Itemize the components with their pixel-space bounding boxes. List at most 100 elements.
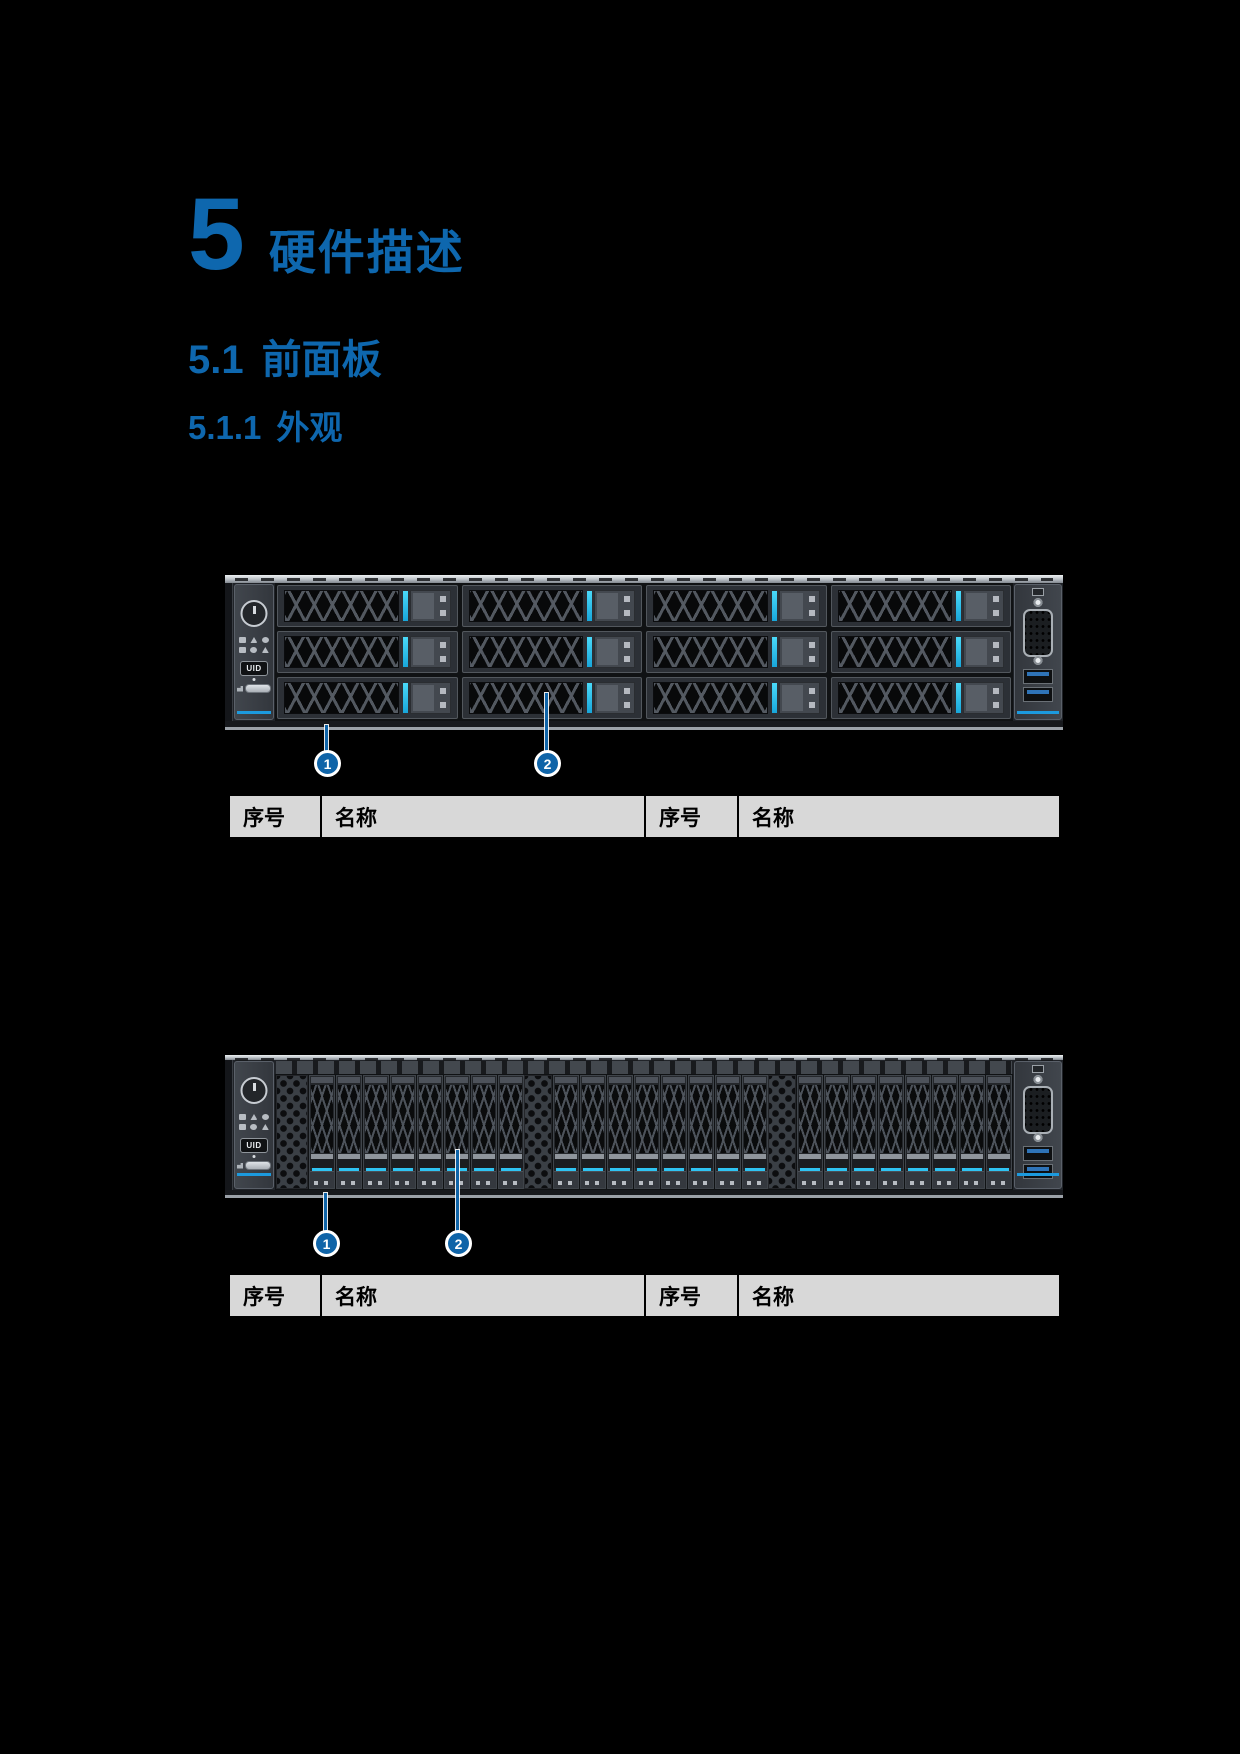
drive-led-bar	[771, 591, 777, 621]
drive-tray-latch	[409, 590, 451, 622]
drive-tray-3-5	[830, 631, 1011, 673]
uid-led-icon	[252, 1155, 256, 1158]
drive-tray-3-5	[830, 585, 1011, 627]
table-header-cell: 名称	[320, 1275, 644, 1316]
hdd-status-icon	[239, 637, 247, 643]
drive-tray-3-5	[646, 585, 827, 627]
drive-tray-latch	[409, 636, 451, 668]
subsection-heading: 5.1.1 外观	[188, 401, 342, 449]
drive-led-bar	[587, 637, 592, 667]
drive-vent-mesh	[716, 1085, 739, 1153]
drive-tray-latch	[594, 590, 635, 622]
subsection-title: 外观	[276, 409, 343, 446]
panel-accent-line	[1017, 1173, 1059, 1176]
drive-tray-2-5	[714, 1075, 741, 1189]
drive-bay-group	[796, 1075, 1012, 1189]
front-io-panel	[1014, 1061, 1062, 1189]
chapter-heading: 5 硬件描述	[188, 183, 465, 285]
drive-vent-mesh	[468, 636, 583, 668]
drive-tray-3-5	[646, 677, 827, 719]
table-header-cell: 序号	[243, 1285, 285, 1309]
drive-vent-mesh	[284, 636, 399, 668]
usb-port	[1023, 669, 1053, 684]
drive-led-bar	[826, 1168, 847, 1171]
drive-led-bar	[473, 1168, 494, 1171]
vga-port	[1023, 609, 1053, 657]
drive-vent-mesh	[879, 1085, 902, 1153]
drive-tray-2-5	[687, 1075, 714, 1189]
drive-tray-2-5	[823, 1075, 850, 1189]
pull-out-tag	[245, 684, 271, 693]
pull-out-tag	[245, 1161, 271, 1170]
drive-vent-mesh	[653, 590, 768, 622]
table-header-cell: 序号	[243, 806, 285, 830]
drive-vent-mesh	[653, 682, 768, 714]
vga-port	[1023, 1086, 1053, 1134]
drive-vent-mesh	[825, 1085, 848, 1153]
uid-button: UID	[240, 661, 268, 676]
drive-led-bar	[771, 637, 777, 667]
honeycomb-vent	[768, 1075, 796, 1189]
panel-accent-line	[237, 1173, 271, 1176]
drive-led-bar	[956, 591, 961, 621]
vga-screw-icon	[1033, 598, 1043, 607]
drive-tray-latch	[363, 1171, 388, 1188]
uid-led-icon	[252, 678, 256, 681]
callout-1: 1	[314, 750, 341, 777]
drive-bay-group	[308, 1075, 524, 1189]
chassis-top-rail	[225, 575, 1063, 583]
drive-vent-mesh	[310, 1085, 333, 1153]
drive-vent-mesh	[960, 1085, 983, 1153]
callout-2: 2	[534, 750, 561, 777]
drive-tray-latch	[607, 1171, 632, 1188]
drive-tray-2-5	[416, 1075, 443, 1189]
drive-tray-2-5	[741, 1075, 768, 1189]
drive-tray-latch	[959, 1171, 984, 1188]
drive-tray-latch	[336, 1171, 361, 1188]
drive-tray-latch	[878, 1171, 903, 1188]
drive-led-bar	[956, 637, 961, 667]
drive-led-bar	[587, 683, 592, 713]
drive-tray-2-5	[579, 1075, 606, 1189]
network-status-icon	[250, 1124, 258, 1130]
drive-tray-3-5	[277, 677, 458, 719]
drive-tray-latch	[498, 1171, 523, 1188]
drive-vent-mesh	[837, 590, 952, 622]
drive-led-bar	[799, 1168, 820, 1171]
drive-tray-latch	[688, 1171, 713, 1188]
callout-line-1	[325, 725, 328, 753]
drive-vent-mesh	[364, 1085, 387, 1153]
drive-tray-3-5	[277, 585, 458, 627]
drive-tray-latch	[580, 1171, 605, 1188]
drive-led-bar	[744, 1168, 765, 1171]
front-control-panel: UID	[234, 1061, 274, 1189]
usb-port	[1023, 1146, 1053, 1161]
temperature-alarm-icon	[261, 647, 269, 653]
drive-tray-2-5	[308, 1075, 335, 1189]
drive-vent-mesh	[906, 1085, 929, 1153]
section-heading: 5.1 前面板	[188, 327, 382, 385]
drive-led-bar	[311, 1168, 332, 1171]
drive-tray-latch	[742, 1171, 767, 1188]
drive-bay-grid-3-5	[275, 583, 1013, 721]
uid-button: UID	[240, 1138, 268, 1153]
drive-tray-2-5	[904, 1075, 931, 1189]
drive-tray-2-5	[335, 1075, 362, 1189]
drive-vent-mesh	[689, 1085, 712, 1153]
drive-vent-mesh	[391, 1085, 414, 1153]
legend-table-2: 序号 名称 序号 名称	[230, 1275, 1059, 1316]
drive-led-bar	[402, 637, 408, 667]
drive-tray-2-5	[470, 1075, 497, 1189]
drive-led-bar	[609, 1168, 630, 1171]
drive-vent-mesh	[608, 1085, 631, 1153]
drive-led-bar	[582, 1168, 603, 1171]
status-led-icons	[239, 637, 269, 653]
subsection-number: 5.1.1	[188, 409, 262, 446]
drive-vent-mesh	[662, 1085, 685, 1153]
drive-tray-latch	[309, 1171, 334, 1188]
drive-vent-mesh	[653, 636, 768, 668]
drive-tray-latch	[409, 682, 451, 714]
vga-label-icon	[1032, 588, 1044, 596]
system-status-icon	[239, 647, 247, 653]
drive-led-bar	[555, 1168, 576, 1171]
